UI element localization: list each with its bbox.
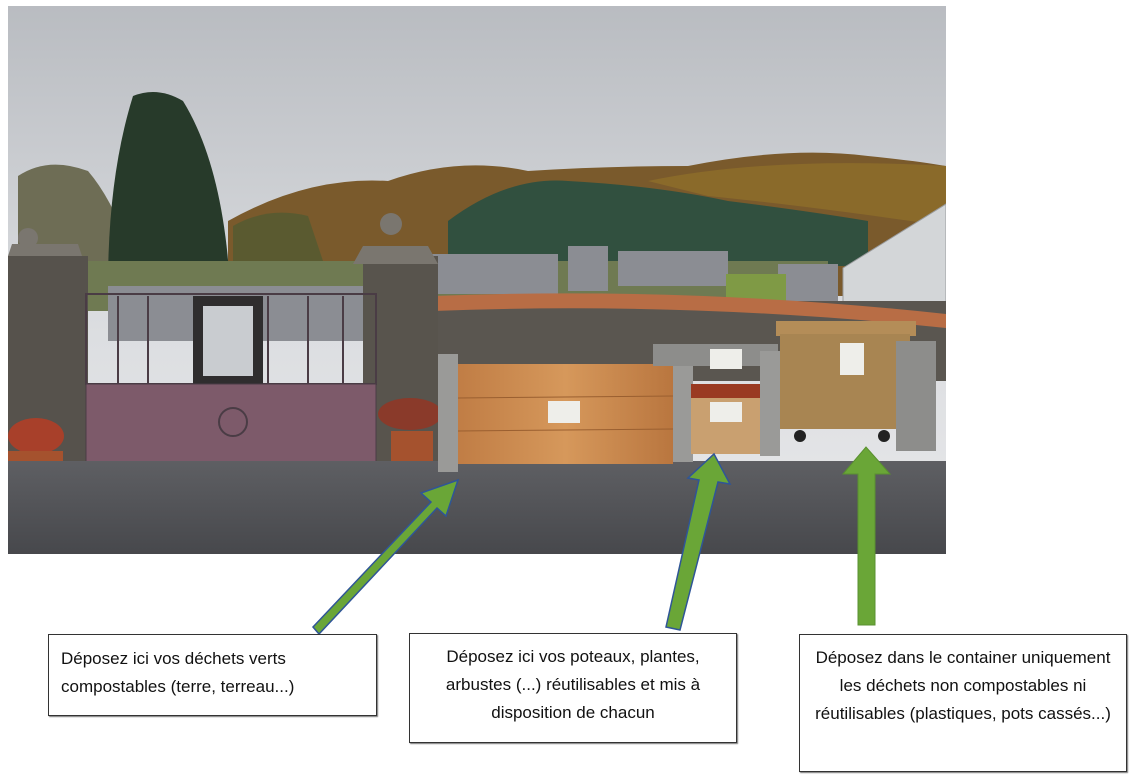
note-compost-text: Déposez ici vos déchets verts compostabl…: [61, 649, 295, 696]
note-compost: Déposez ici vos déchets verts compostabl…: [48, 634, 377, 716]
cemetery-photo: [8, 6, 946, 554]
note-reuse-text: Déposez ici vos poteaux, plantes, arbust…: [445, 647, 701, 722]
note-container-text: Déposez dans le container uniquement les…: [815, 648, 1111, 723]
note-reuse: Déposez ici vos poteaux, plantes, arbust…: [409, 633, 737, 743]
note-container: Déposez dans le container uniquement les…: [799, 634, 1127, 772]
